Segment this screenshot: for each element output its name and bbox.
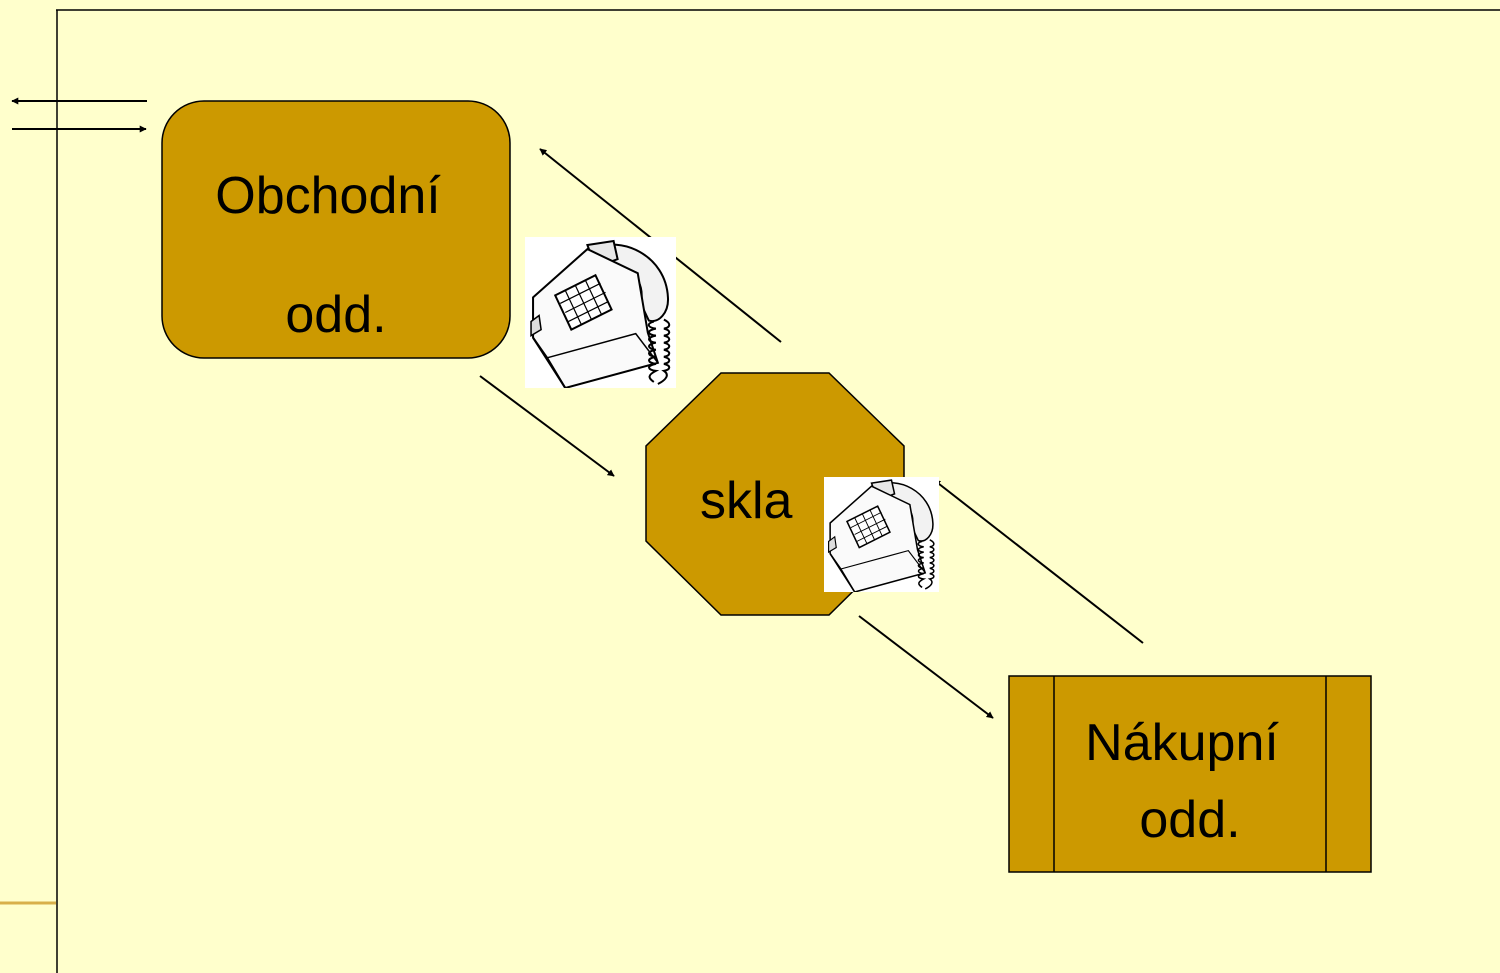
- node-sales-department: Obchodní odd.: [161, 100, 511, 359]
- arrow-sales-to-warehouse: [479, 375, 615, 477]
- arrow-warehouse-to-purchasing: [858, 615, 994, 719]
- sales-label-line1: Obchodní: [215, 167, 441, 225]
- sales-label-line2: odd.: [285, 286, 386, 344]
- telephone-icon: [524, 237, 677, 388]
- purchasing-box: [1008, 675, 1372, 873]
- warehouse-label: skla: [700, 472, 793, 530]
- sales-box: [161, 100, 511, 359]
- node-purchasing-department: Nákupní odd.: [1008, 675, 1372, 873]
- arrow-purchasing-to-warehouse: [933, 479, 1144, 644]
- telephone-icon: [823, 477, 940, 592]
- purchasing-label-line2: odd.: [1139, 791, 1240, 849]
- purchasing-label-line1: Nákupní: [1085, 714, 1279, 772]
